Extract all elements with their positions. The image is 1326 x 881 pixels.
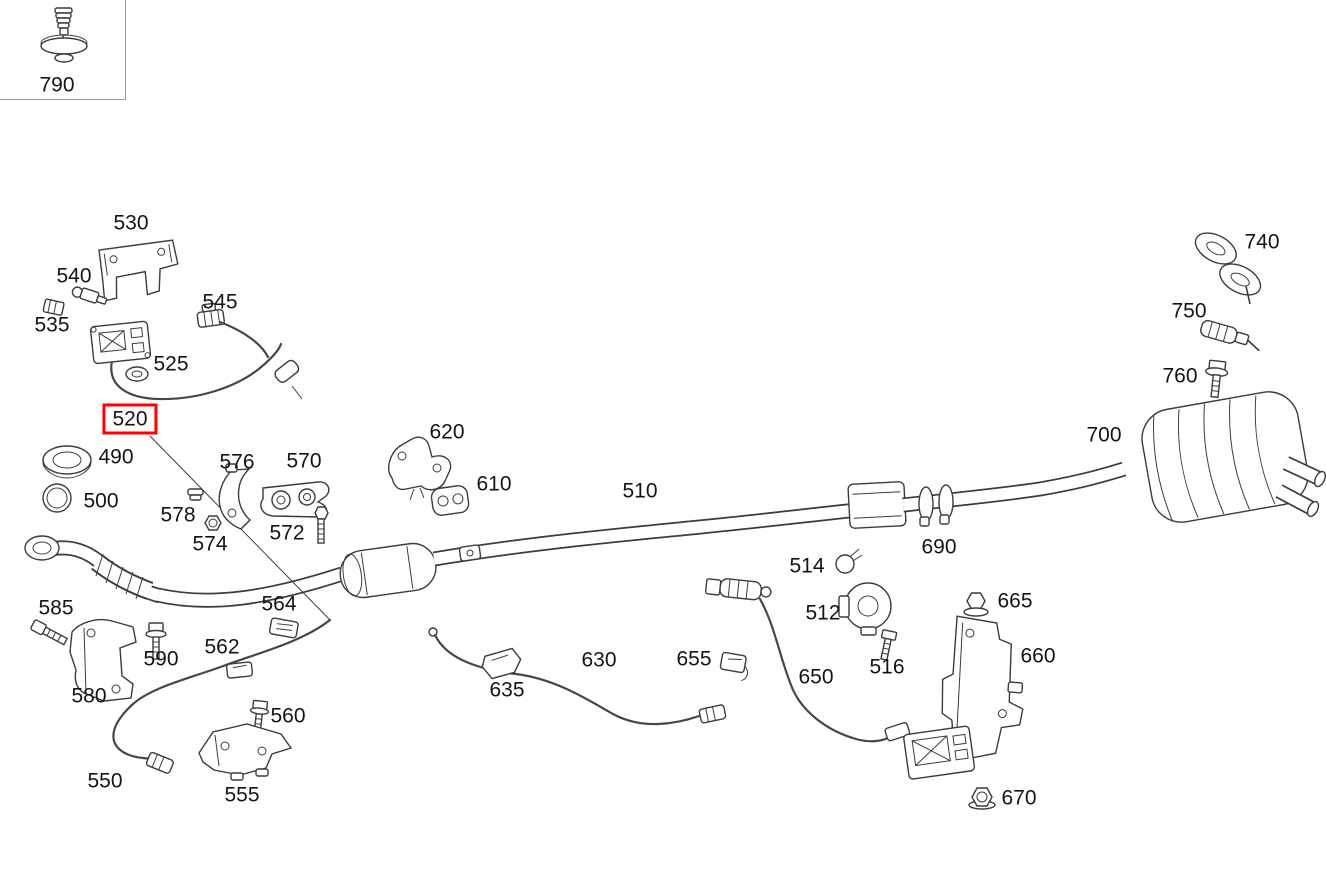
part-574-nut bbox=[204, 515, 222, 531]
part-760-bolt bbox=[1204, 359, 1229, 399]
part-490-clamp bbox=[42, 445, 92, 479]
part-790-fastener bbox=[40, 7, 88, 63]
part-label-516[interactable]: 516 bbox=[869, 655, 905, 679]
flex-coupling bbox=[91, 553, 154, 600]
part-650-sensor-cable bbox=[704, 578, 911, 743]
part-750-sensor bbox=[1200, 319, 1260, 352]
part-545-connector bbox=[196, 302, 226, 328]
pipe-bracket bbox=[458, 544, 482, 562]
part-562-clip bbox=[225, 661, 254, 679]
part-label-512[interactable]: 512 bbox=[805, 601, 841, 625]
part-530-bracket bbox=[98, 239, 179, 302]
part-label-578[interactable]: 578 bbox=[160, 503, 196, 527]
part-630-cable bbox=[428, 627, 727, 726]
part-700-muffler bbox=[1141, 391, 1326, 523]
part-590-bolt bbox=[145, 622, 167, 660]
part-label-620[interactable]: 620 bbox=[429, 420, 465, 444]
part-540-sensor bbox=[71, 286, 108, 305]
part-label-510[interactable]: 510 bbox=[622, 479, 658, 503]
part-585-bolt bbox=[30, 619, 69, 646]
part-label-576[interactable]: 576 bbox=[219, 450, 255, 474]
part-578-clip bbox=[187, 488, 204, 501]
nox-control-module bbox=[903, 725, 976, 780]
part-514-clamp bbox=[835, 548, 863, 574]
part-500-seal-ring bbox=[42, 483, 72, 513]
part-512-actuator bbox=[838, 582, 892, 636]
part-label-760[interactable]: 760 bbox=[1162, 364, 1198, 388]
tailpipes bbox=[1275, 456, 1326, 518]
part-520-sensor-cable bbox=[110, 320, 303, 401]
part-690-clamps bbox=[918, 484, 954, 527]
part-580-bracket bbox=[69, 618, 137, 702]
mid-pipe bbox=[156, 566, 345, 608]
part-670-nut bbox=[968, 787, 996, 810]
part-label-562[interactable]: 562 bbox=[204, 635, 240, 659]
part-label-500[interactable]: 500 bbox=[83, 489, 119, 513]
part-label-750[interactable]: 750 bbox=[1171, 299, 1207, 323]
catalytic-converter bbox=[339, 542, 437, 599]
part-610-hanger bbox=[430, 485, 470, 516]
part-620-bracket bbox=[388, 436, 452, 501]
part-660-bracket bbox=[941, 615, 1024, 759]
part-label-630[interactable]: 630 bbox=[581, 648, 617, 672]
part-label-740[interactable]: 740 bbox=[1244, 230, 1280, 254]
part-520-control-module bbox=[89, 320, 152, 365]
part-label-580[interactable]: 580 bbox=[71, 684, 107, 708]
part-535-plug bbox=[42, 298, 65, 316]
main-pipe bbox=[432, 502, 859, 567]
part-525-grommet bbox=[125, 366, 149, 382]
part-label-655[interactable]: 655 bbox=[676, 647, 712, 671]
part-label-660[interactable]: 660 bbox=[1020, 644, 1056, 668]
part-label-550[interactable]: 550 bbox=[87, 769, 123, 793]
part-label-490[interactable]: 490 bbox=[98, 445, 134, 469]
part-label-514[interactable]: 514 bbox=[789, 554, 825, 578]
part-label-635[interactable]: 635 bbox=[489, 678, 525, 702]
part-label-690[interactable]: 690 bbox=[921, 535, 957, 559]
part-635-clip bbox=[481, 647, 522, 680]
part-label-520[interactable]: 520 bbox=[102, 403, 158, 435]
part-label-572[interactable]: 572 bbox=[269, 521, 305, 545]
part-label-590[interactable]: 590 bbox=[143, 647, 179, 671]
inset-part-box bbox=[0, 0, 126, 100]
part-label-525[interactable]: 525 bbox=[153, 352, 189, 376]
part-555-bracket bbox=[198, 723, 293, 781]
part-572-bolt bbox=[314, 506, 329, 544]
part-665-nut bbox=[963, 592, 989, 617]
part-740-hanger bbox=[1194, 232, 1262, 305]
part-label-574[interactable]: 574 bbox=[192, 532, 228, 556]
part-label-570[interactable]: 570 bbox=[286, 449, 322, 473]
part-label-545[interactable]: 545 bbox=[202, 290, 238, 314]
part-label-665[interactable]: 665 bbox=[997, 589, 1033, 613]
part-label-790[interactable]: 790 bbox=[39, 73, 75, 97]
part-564-clip bbox=[268, 617, 299, 639]
part-550-cable bbox=[112, 618, 332, 774]
part-label-555[interactable]: 555 bbox=[224, 783, 260, 807]
part-label-650[interactable]: 650 bbox=[798, 665, 834, 689]
part-label-535[interactable]: 535 bbox=[34, 313, 70, 337]
part-label-670[interactable]: 670 bbox=[1001, 786, 1037, 810]
inlet-flange bbox=[24, 535, 60, 561]
part-label-585[interactable]: 585 bbox=[38, 596, 74, 620]
rear-pipe bbox=[902, 461, 1127, 513]
part-576-bracket bbox=[218, 463, 252, 530]
part-label-540[interactable]: 540 bbox=[56, 264, 92, 288]
part-label-530[interactable]: 530 bbox=[113, 211, 149, 235]
part-516-bolt bbox=[880, 629, 898, 661]
part-label-700[interactable]: 700 bbox=[1086, 423, 1122, 447]
part-label-560[interactable]: 560 bbox=[270, 704, 306, 728]
part-label-564[interactable]: 564 bbox=[261, 592, 297, 616]
part-655-clip bbox=[719, 651, 749, 682]
part-label-610[interactable]: 610 bbox=[476, 472, 512, 496]
